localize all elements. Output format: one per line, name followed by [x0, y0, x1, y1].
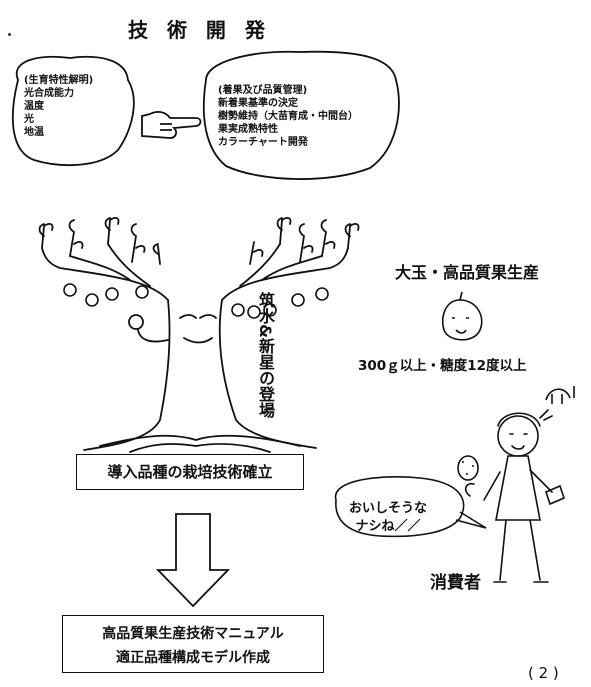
right-blob-item: カラーチャート開発 [218, 137, 308, 148]
pointing-hand-icon [141, 111, 202, 139]
manual-line: 適正品種構成モデル作成 [116, 650, 270, 666]
right-blob-item: (着果及び品質管理) [218, 85, 308, 96]
stray-dot [8, 33, 11, 36]
manual-output-box: 高品質果生産技術マニュアル 適正品種構成モデル作成 [62, 615, 324, 673]
left-blob-item: 光合成能力 [24, 88, 74, 99]
right-blob-item: 樹勢維持（大苗育成・中間台） [218, 111, 358, 122]
left-thought-blob [11, 55, 135, 167]
right-thought-blob [202, 50, 400, 180]
tree-variety-label: 筑水&新星の登場 [256, 292, 275, 418]
right-blob-item: 新着果基準の決定 [218, 98, 298, 109]
left-blob-item: 光 [24, 114, 34, 125]
speech-line: おいしそうな [348, 501, 427, 516]
left-blob-list: (生育特性解明) 光合成能力 温度 光 地温 [24, 74, 93, 139]
tree-drawing [38, 217, 360, 453]
right-blob-list: (着果及び品質管理) 新着果基準の決定 樹勢維持（大苗育成・中間台） 果実成熟特… [218, 84, 358, 149]
tossed-fruit-icon [457, 455, 479, 481]
right-blob-item: 果実成熟特性 [218, 124, 278, 135]
manual-line: 高品質果生産技術マニュアル [102, 626, 284, 642]
music-notes-icon [545, 386, 575, 404]
left-blob-item: 温度 [24, 101, 44, 112]
speech-line: ナシね／／ [355, 519, 421, 534]
girl-consumer-drawing [464, 409, 565, 583]
left-blob-item: 地温 [24, 127, 44, 138]
pear-face-icon [442, 291, 483, 341]
left-blob-item: (生育特性解明) [24, 75, 94, 86]
page-number: ( 2 ) [528, 664, 559, 682]
consumer-label: 消費者 [430, 573, 481, 593]
down-arrow-icon [155, 513, 231, 608]
cultivation-tech-box: 導入品種の栽培技術確立 [76, 454, 304, 490]
pear-fruits [63, 283, 329, 319]
goal-headline: 大玉・高品質果生産 [395, 263, 540, 282]
quality-spec: 300ｇ以上・糖度12度以上 [358, 358, 527, 374]
speech-text: おいしそうな ナシね／／ [338, 500, 438, 536]
speech-bubble [334, 476, 487, 538]
page-title: 技 術 開 発 [128, 18, 271, 42]
